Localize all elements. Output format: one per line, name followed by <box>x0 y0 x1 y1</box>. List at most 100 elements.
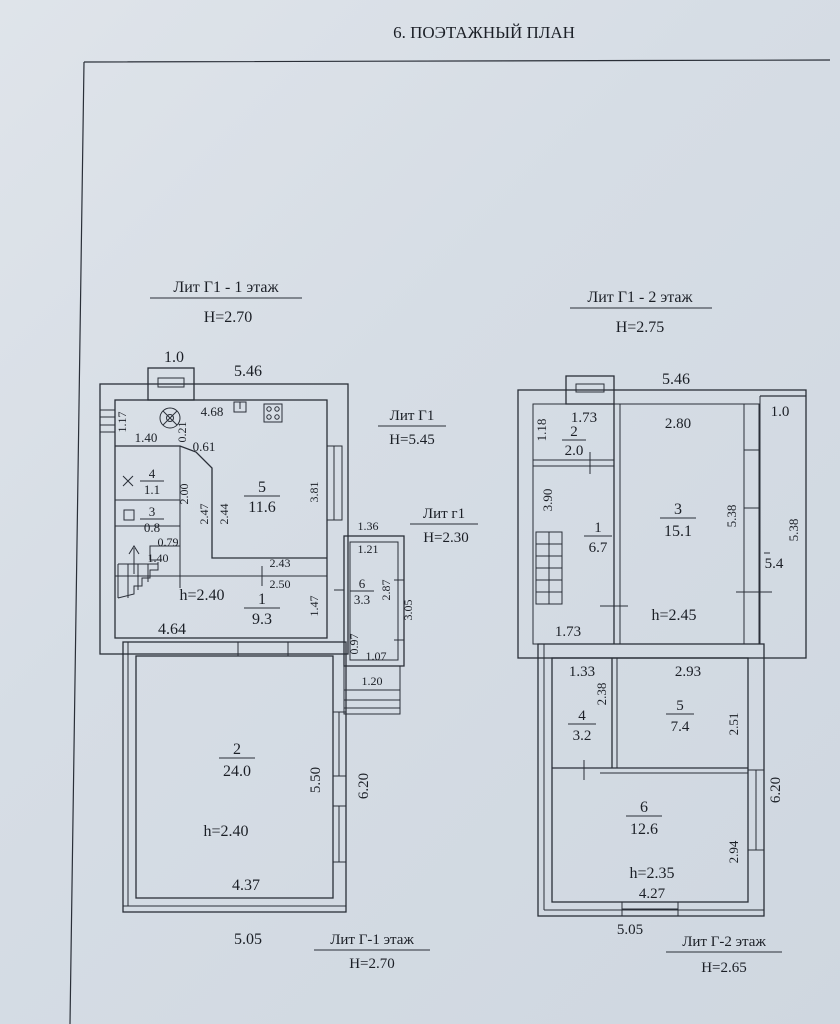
room-2-number: 2 <box>233 741 241 758</box>
chimney <box>147 367 195 401</box>
boiler-icon <box>159 407 181 429</box>
room-r3-number: 3 <box>674 501 682 518</box>
room-r3-height: h=2.45 <box>651 607 696 624</box>
room-r6-height: h=2.35 <box>629 865 674 882</box>
dim: 1.20 <box>362 674 383 688</box>
dim: 1.47 <box>307 596 321 617</box>
room-r2-area: 2.0 <box>565 443 584 459</box>
lit-g1-small-title: Лит г1 <box>423 506 465 522</box>
dim: 2.43 <box>270 556 291 570</box>
chimney-flue <box>157 377 185 388</box>
room-r4-number: 4 <box>578 708 586 724</box>
dim: 1.73 <box>571 410 597 426</box>
left-floor-height: Н=2.70 <box>204 309 253 326</box>
room-3-number: 3 <box>149 504 156 519</box>
left-floor-title: Лит Г1 - 1 этаж <box>173 279 279 296</box>
dim: 2.44 <box>217 504 231 525</box>
room-4-area: 1.1 <box>144 482 160 497</box>
left-lower-inner-wall <box>135 655 334 899</box>
dim: 5.38 <box>724 505 739 528</box>
dim: 1.33 <box>569 664 595 680</box>
dim: 1.73 <box>555 624 581 640</box>
stair-arrow-icon <box>128 545 140 574</box>
room-2-area: 24.0 <box>223 763 251 780</box>
dim: 1.07 <box>366 649 387 663</box>
dim: 2.50 <box>270 577 291 591</box>
lit-g1-height: Н=5.45 <box>389 432 435 448</box>
room-r3-area: 15.1 <box>664 523 692 540</box>
room-6-number: 6 <box>359 576 366 591</box>
dim: 2.38 <box>594 683 609 706</box>
page-title: 6. ПОЭТАЖНЫЙ ПЛАН <box>393 23 575 42</box>
dim: 1.40 <box>148 551 169 565</box>
dim: 1.0 <box>771 404 790 420</box>
room-2-height: h=2.40 <box>203 823 248 840</box>
dim: 5.05 <box>234 931 262 948</box>
room-side-area: 5.4 <box>765 556 784 572</box>
right-stair <box>535 531 563 605</box>
left-bottom-title: Лит Г-1 этаж <box>330 932 414 948</box>
toilet-icon <box>123 509 135 521</box>
room-r5-area: 7.4 <box>671 719 690 735</box>
sheet-frame <box>69 59 831 1024</box>
dim: 5.38 <box>786 519 801 542</box>
dim: 0.21 <box>175 422 189 443</box>
room-5-area: 11.6 <box>248 499 275 516</box>
dim: 1.40 <box>135 430 158 445</box>
room-r5-number: 5 <box>676 698 684 714</box>
room-r6-area: 12.6 <box>630 821 658 838</box>
lit-g1-title: Лит Г1 <box>390 408 435 424</box>
dim: 2.00 <box>177 484 191 505</box>
dim: 0.61 <box>193 439 216 454</box>
right-floor-title: Лит Г1 - 2 этаж <box>587 289 693 306</box>
room-4-number: 4 <box>149 466 156 481</box>
dim: 2.47 <box>197 504 211 525</box>
room-r4-area: 3.2 <box>573 728 592 744</box>
dim: 1.18 <box>534 419 549 442</box>
dim: 3.90 <box>540 489 555 512</box>
dim: 1.36 <box>358 519 379 533</box>
right-chimney <box>565 375 615 405</box>
dim: 5.46 <box>662 371 690 388</box>
lit-g1-small-height: Н=2.30 <box>423 530 469 546</box>
left-bottom-height: Н=2.70 <box>349 956 395 972</box>
left-plan: Лит Г1 - 1 этаж Н=2.70 <box>99 279 478 972</box>
dim: 3.05 <box>401 600 415 621</box>
dim: 0.97 <box>347 634 361 655</box>
dim: 1.17 <box>115 412 129 433</box>
dim: 2.51 <box>726 713 741 736</box>
left-lower-outer-wall <box>122 641 347 913</box>
room-1-number: 1 <box>258 591 266 608</box>
dim: 1.21 <box>358 542 379 556</box>
dim: 5.50 <box>308 767 324 793</box>
dim: 6.20 <box>356 773 372 799</box>
dim: 2.87 <box>379 580 393 601</box>
dim: 4.64 <box>158 621 186 638</box>
dim: 3.81 <box>307 482 321 503</box>
dim: 2.80 <box>665 416 691 432</box>
room-1-height: h=2.40 <box>179 587 224 604</box>
room-r6-number: 6 <box>640 799 648 816</box>
window-left-wall <box>99 409 116 433</box>
dim: 2.93 <box>675 664 701 680</box>
dim: 0.79 <box>158 535 179 549</box>
stove-icon <box>263 403 283 423</box>
dim: 2.94 <box>726 840 741 863</box>
right-plan: Лит Г1 - 2 этаж Н=2.75 <box>517 289 807 976</box>
room-5-number: 5 <box>258 479 266 496</box>
dim: 5.05 <box>617 922 643 938</box>
right-bottom-title: Лит Г-2 этаж <box>682 934 766 950</box>
annex-inner-wall <box>349 541 399 661</box>
room-r1-number: 1 <box>594 520 602 536</box>
sink-icon <box>233 401 247 413</box>
room-r2-number: 2 <box>570 424 578 440</box>
right-floor-height: Н=2.75 <box>616 319 665 336</box>
room-6-area: 3.3 <box>354 592 370 607</box>
dim: 4.27 <box>639 886 666 902</box>
right-bottom-height: Н=2.65 <box>701 960 747 976</box>
dim: 1.0 <box>164 349 184 366</box>
right-window-side <box>743 449 761 509</box>
dim: 6.20 <box>768 777 784 803</box>
dim: 4.68 <box>201 404 224 419</box>
